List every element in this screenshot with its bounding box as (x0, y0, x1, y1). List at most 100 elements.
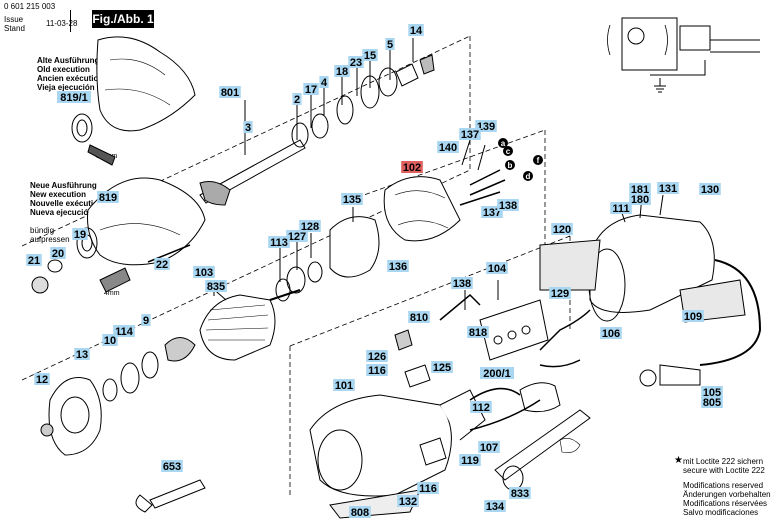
part-label-bg (319, 76, 329, 88)
part-label-bg (657, 182, 679, 194)
part-label-bg (243, 121, 253, 133)
flush-label-2: aufpressen (30, 235, 70, 244)
legend-old-de: Alte Ausführung (37, 56, 100, 65)
loctite-star-icon: ★ (674, 455, 683, 466)
part-label-833: 833 (511, 488, 529, 500)
part-label-653: 653 (163, 461, 181, 473)
part-label-9: 9 (143, 315, 149, 327)
part-label-bg (366, 364, 388, 376)
part-label-136: 136 (389, 261, 407, 273)
legend-old-fr: Ancien exécution (37, 74, 104, 83)
header-bracket (70, 10, 77, 32)
part-label-835: 835 (207, 281, 225, 293)
part-label-17: 17 (305, 84, 317, 96)
part-label-801: 801 (221, 87, 239, 99)
part-label-12: 12 (36, 374, 48, 386)
part-label-116: 116 (419, 483, 437, 495)
note-mods-fr: Modifications réservées (683, 499, 768, 508)
part-label-bg (451, 277, 473, 289)
part-label-bg (141, 314, 151, 326)
part-label-112: 112 (472, 402, 490, 414)
part-label-bg (417, 482, 439, 494)
part-label-bg (497, 199, 519, 211)
wire-marker-a: a (501, 139, 506, 148)
part-label-bg (57, 91, 91, 103)
part-label-101: 101 (335, 380, 353, 392)
part-label-bg (334, 65, 350, 77)
part-label-bg (97, 191, 119, 203)
part-label-bg (348, 56, 364, 68)
part-label-bg (219, 86, 241, 98)
part-label-102: 102 (403, 162, 421, 174)
part-label-135: 135 (343, 194, 361, 206)
part-label-bg (26, 254, 42, 266)
part-label-bg (385, 38, 395, 50)
part-label-107: 107 (480, 442, 498, 454)
part-label-bg (205, 280, 227, 292)
part-label-23: 23 (350, 57, 362, 69)
part-label-bg (467, 326, 489, 338)
part-label-131: 131 (659, 183, 677, 195)
part-label-bg (366, 350, 388, 362)
part-label-111: 111 (612, 203, 629, 215)
part-label-818: 818 (469, 327, 487, 339)
part-label-bg (303, 83, 319, 95)
notes-block: mit Loctite 222 sichern secure with Loct… (683, 457, 771, 517)
stand-label: Stand (4, 24, 25, 33)
part-label-109: 109 (684, 311, 702, 323)
part-label-bg (701, 396, 723, 408)
note-mods-de: Änderungen vorbehalten (683, 490, 771, 499)
note-loctite-en: secure with Loctite 222 (683, 466, 765, 475)
part-label-104: 104 (488, 263, 507, 275)
part-label-113: 113 (270, 237, 288, 249)
part-label-819: 819 (99, 192, 117, 204)
part-label-bg (34, 373, 50, 385)
part-label-10: 10 (104, 335, 116, 347)
part-label-bg (72, 228, 88, 240)
part-label-119: 119 (461, 455, 479, 467)
part-label-138: 138 (499, 200, 517, 212)
part-number: 0 601 215 003 (4, 2, 56, 11)
part-label-129: 129 (551, 288, 569, 300)
part-label-22: 22 (156, 259, 168, 271)
part-label-bg (154, 258, 170, 270)
part-label-bg (549, 287, 571, 299)
part-label-bg (610, 202, 632, 214)
part-label-114: 114 (115, 326, 134, 338)
part-label-bg (459, 128, 481, 140)
part-label-125: 125 (433, 362, 451, 374)
part-label-137: 137 (461, 129, 479, 141)
part-label-808: 808 (351, 507, 369, 519)
part-label-bg (349, 506, 371, 518)
wire-marker-f: f (537, 156, 540, 165)
part-label-13: 13 (76, 349, 88, 361)
part-label-138: 138 (453, 278, 471, 290)
part-label-bg (333, 379, 355, 391)
part-label-bg (397, 495, 419, 507)
part-label-bg (401, 161, 423, 173)
part-label-3: 3 (245, 122, 251, 134)
part-label-19: 19 (74, 229, 86, 241)
part-label-bg (193, 266, 215, 278)
part-label-bg (292, 93, 302, 105)
part-label-bg (286, 230, 308, 242)
part-label-bg (480, 367, 514, 379)
part-label-4: 4 (321, 77, 328, 89)
wire-marker-d: d (526, 172, 531, 181)
part-label-106: 106 (602, 328, 620, 340)
part-label-134: 134 (486, 501, 505, 513)
part-label-bg (408, 24, 424, 36)
part-label-5: 5 (387, 39, 393, 51)
legend-old-es: Vieja ejecución (37, 83, 95, 92)
part-label-15: 15 (364, 50, 376, 62)
part-label-200-1: 200/1 (483, 368, 511, 380)
part-label-805: 805 (703, 397, 721, 409)
legend-new-fr: Nouvelle exécution (30, 199, 103, 208)
part-label-bg (551, 223, 573, 235)
note-mods-es: Salvo modificaciones (683, 508, 759, 517)
note-loctite-de: mit Loctite 222 sichern (683, 457, 764, 466)
part-label-126: 126 (368, 351, 386, 363)
part-label-bg (74, 348, 90, 360)
legend-old-en: Old execution (37, 65, 90, 74)
part-label-bg (113, 325, 135, 337)
